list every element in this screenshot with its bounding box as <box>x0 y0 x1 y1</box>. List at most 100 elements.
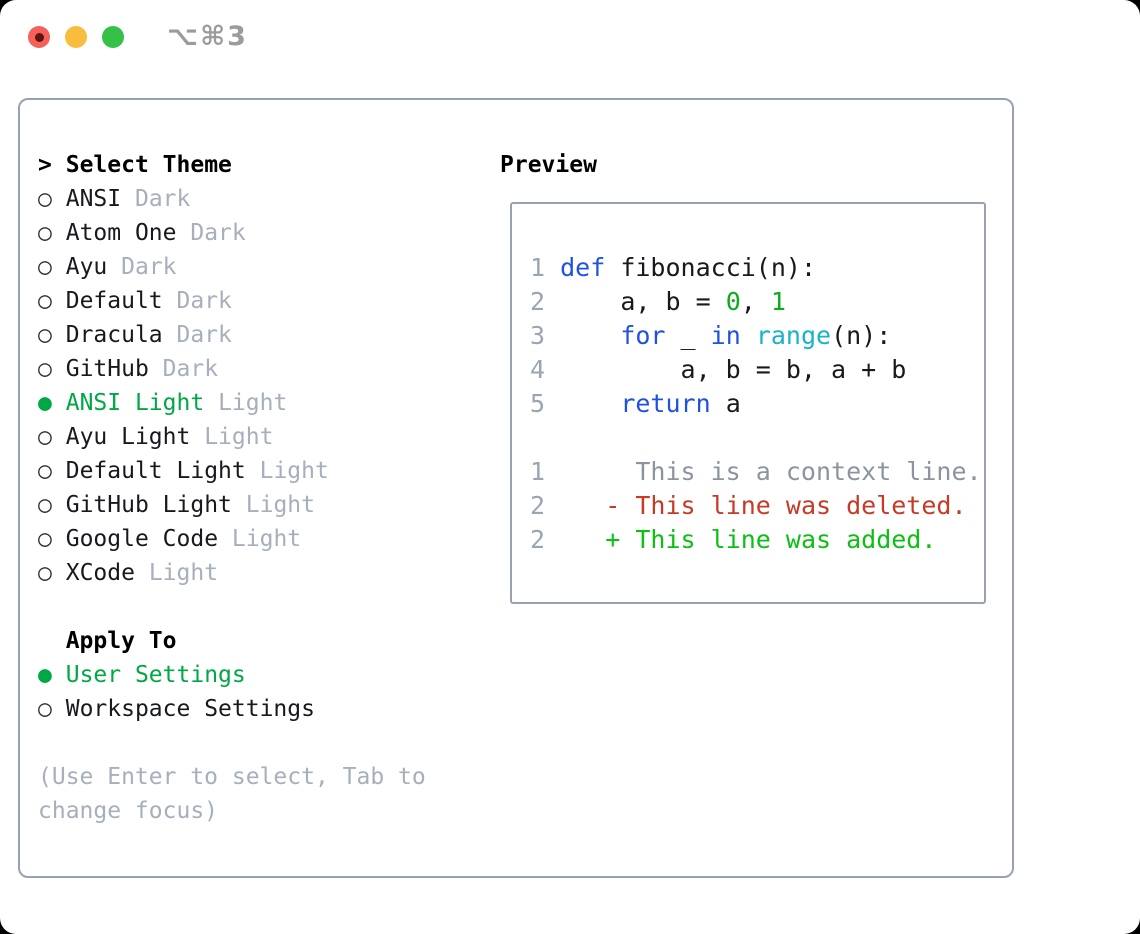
line-number: 4 <box>530 355 546 384</box>
theme-option-name: ANSI Light <box>65 390 205 416</box>
code-line: 3 for _ in range(n): <box>530 319 984 353</box>
code-segment: def <box>560 253 606 282</box>
code-segment: (n): <box>831 321 892 350</box>
radio-icon: ○ <box>38 526 52 552</box>
theme-option[interactable]: ○ XCode Light <box>38 556 426 590</box>
spacer <box>38 726 426 760</box>
spacer <box>38 590 426 624</box>
radio-icon: ○ <box>38 492 52 518</box>
theme-option[interactable]: ○ Google Code Light <box>38 522 426 556</box>
code-line: 5 return a <box>530 387 984 421</box>
code-segment <box>545 253 560 282</box>
theme-option-tag: Light <box>231 526 302 552</box>
theme-option[interactable]: ● ANSI Light Light <box>38 386 426 420</box>
theme-list: ○ ANSI Dark○ Atom One Dark○ Ayu Dark○ De… <box>38 182 426 590</box>
theme-option-name: Ayu Light <box>65 424 191 450</box>
code-segment: + This line was added. <box>605 525 937 554</box>
preview-column: Preview 1 def fibonacci(n):2 a, b = 0, 1… <box>500 148 986 604</box>
theme-option-name: XCode <box>65 560 135 586</box>
theme-option-tag: Light <box>245 492 315 518</box>
theme-option[interactable]: ○ Ayu Dark <box>38 250 426 284</box>
diff-line: 1 This is a context line. <box>530 455 984 489</box>
code-segment <box>545 389 620 418</box>
hint-text: (Use Enter to select, Tab to change focus… <box>38 760 426 828</box>
radio-icon: ○ <box>38 288 52 314</box>
minimize-button[interactable] <box>65 26 87 48</box>
theme-option[interactable]: ○ Default Light Light <box>38 454 426 488</box>
theme-option-tag: Light <box>259 458 329 484</box>
code-segment: _ <box>665 321 711 350</box>
traffic-lights <box>28 26 124 48</box>
radio-icon: ○ <box>38 322 52 348</box>
theme-option-name: Ayu <box>65 254 108 280</box>
preview-header: Preview <box>500 152 597 178</box>
theme-option-tag: Dark <box>134 186 191 212</box>
radio-icon: ○ <box>38 424 52 450</box>
line-number: 5 <box>530 389 546 418</box>
theme-option-name: Default Light <box>65 458 246 484</box>
code-line: 4 a, b = b, a + b <box>530 353 984 387</box>
hint-line: (Use Enter to select, Tab to <box>38 764 426 790</box>
zoom-button[interactable] <box>102 26 124 48</box>
code-segment: return <box>620 389 711 418</box>
theme-list-header: Select Theme <box>65 152 232 178</box>
theme-option-name: GitHub Light <box>65 492 232 518</box>
code-segment: in <box>710 321 741 350</box>
theme-option[interactable]: ○ Dracula Dark <box>38 318 426 352</box>
theme-option-name: Google Code <box>65 526 219 552</box>
main-panel: > Select Theme ○ ANSI Dark○ Atom One Dar… <box>18 98 1014 878</box>
theme-option-name: ANSI <box>65 186 122 212</box>
theme-option-name: Dracula <box>65 322 163 348</box>
theme-option[interactable]: ○ Ayu Light Light <box>38 420 426 454</box>
line-number: 1 <box>530 253 546 282</box>
theme-option[interactable]: ○ Atom One Dark <box>38 216 426 250</box>
code-segment <box>545 321 620 350</box>
diff-line: 2 + This line was added. <box>530 523 984 557</box>
theme-option-tag: Dark <box>176 322 232 348</box>
theme-option[interactable]: ○ GitHub Dark <box>38 352 426 386</box>
code-segment: This is a context line. <box>545 457 982 486</box>
code-segment: a, b = <box>545 287 726 316</box>
code-segment: , <box>740 287 771 316</box>
spacer <box>530 421 984 455</box>
window-title: ⌥⌘3 <box>167 21 248 52</box>
radio-selected-icon: ● <box>38 390 52 416</box>
radio-icon: ○ <box>38 356 52 382</box>
radio-icon: ○ <box>38 254 52 280</box>
diff-preview: 1 This is a context line.2 - This line w… <box>530 455 984 557</box>
theme-option-name: GitHub <box>65 356 149 382</box>
code-segment: 1 <box>770 287 786 316</box>
theme-list-header-line: > Select Theme <box>38 148 426 182</box>
code-line: 1 def fibonacci(n): <box>530 251 984 285</box>
theme-option[interactable]: ○ Default Dark <box>38 284 426 318</box>
radio-icon: ○ <box>38 458 52 484</box>
code-segment: - This line was deleted. <box>605 491 967 520</box>
theme-selector-column: > Select Theme ○ ANSI Dark○ Atom One Dar… <box>38 148 426 828</box>
theme-option[interactable]: ○ ANSI Dark <box>38 182 426 216</box>
close-button[interactable] <box>28 26 50 48</box>
code-segment: fibonacci(n): <box>605 253 816 282</box>
theme-option[interactable]: ○ GitHub Light Light <box>38 488 426 522</box>
theme-option-tag: Dark <box>121 254 177 280</box>
code-segment: a <box>710 389 741 418</box>
hint-line: change focus) <box>38 798 219 824</box>
code-segment <box>741 321 756 350</box>
line-number: 2 <box>530 287 546 316</box>
apply-to-option[interactable]: ○ Workspace Settings <box>38 692 426 726</box>
diff-line: 2 - This line was deleted. <box>530 489 984 523</box>
code-segment <box>545 491 605 520</box>
radio-icon: ○ <box>38 220 52 246</box>
apply-to-options: ● User Settings○ Workspace Settings <box>38 658 426 726</box>
apply-to-header: Apply To <box>65 628 177 654</box>
close-dot-icon <box>34 32 44 42</box>
theme-option-name: Default <box>65 288 163 314</box>
code-segment: 0 <box>725 287 741 316</box>
code-segment: range <box>755 321 832 350</box>
theme-option-tag: Dark <box>190 220 246 246</box>
theme-option-tag: Light <box>148 560 219 586</box>
radio-icon: ○ <box>38 186 52 212</box>
apply-to-option[interactable]: ● User Settings <box>38 658 426 692</box>
theme-option-tag: Light <box>204 424 274 450</box>
